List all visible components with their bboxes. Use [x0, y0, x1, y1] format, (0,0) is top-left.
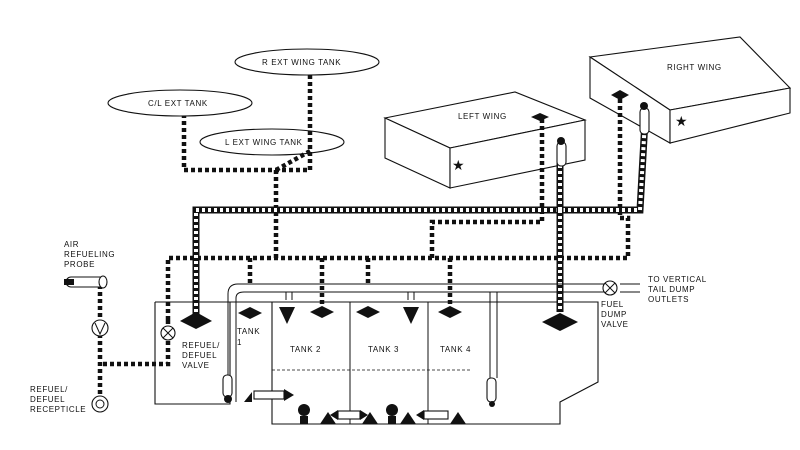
pump-icon — [486, 377, 497, 403]
dump-outlets-label-line2: TAIL DUMP — [648, 285, 695, 294]
fuel-outlets — [180, 90, 629, 331]
diamond-outlet-icon — [310, 306, 334, 318]
receptacle-label-line3: RECEPTICLE — [30, 405, 86, 414]
centerline-external-tank — [107, 89, 253, 117]
diamond-outlet-icon — [238, 307, 262, 319]
diamond-outlet-icon — [180, 312, 212, 329]
triangle-icon — [450, 412, 466, 424]
component-labels: AIR REFUELING PROBE REFUEL/ DEFUEL RECEP… — [30, 240, 707, 414]
receptacle-label-line1: REFUEL/ — [30, 385, 68, 394]
dump-valve-label-line2: DUMP — [601, 310, 627, 319]
receptacle-label-line2: DEFUEL — [30, 395, 65, 404]
pump-icon — [639, 107, 650, 135]
probe-label-line2: REFUELING — [64, 250, 115, 259]
arrow-right-icon — [284, 389, 294, 401]
refuel-manifold — [227, 283, 640, 402]
right-external-tank-label: R EXT WING TANK — [262, 58, 341, 67]
air-refueling-probe — [64, 275, 108, 289]
fuel-pumps — [222, 102, 650, 407]
diamond-outlet-icon — [531, 113, 549, 121]
tank-1-number: 1 — [237, 338, 242, 347]
valve-icon — [298, 404, 310, 416]
diamond-outlet-icon — [438, 306, 462, 318]
tank-2-label: TANK 2 — [290, 345, 321, 354]
triangle-icon — [400, 412, 416, 424]
transfer-arrows — [244, 389, 466, 424]
diamond-outlet-icon — [356, 306, 380, 318]
probe-label-line3: PROBE — [64, 260, 95, 269]
refuel-valve-label-line3: VALVE — [182, 361, 210, 370]
pump-icon — [556, 141, 567, 167]
pump-icon — [222, 374, 233, 398]
arrow-down-icon — [403, 307, 419, 324]
tank-4-label: TANK 4 — [440, 345, 471, 354]
external-tanks: R EXT WING TANK C/L EXT TANK L EXT WING … — [107, 48, 380, 156]
left-wing-label: LEFT WING — [458, 112, 507, 121]
triangle-icon — [362, 412, 378, 424]
centerline-external-tank-label: C/L EXT TANK — [148, 99, 208, 108]
arrow-left-icon — [416, 410, 424, 420]
right-wing-tank: RIGHT WING ★ — [588, 36, 792, 144]
triangle-icon — [320, 412, 336, 424]
fuselage-tanks: TANK 1 TANK 2 TANK 3 TANK 4 — [154, 301, 599, 425]
dump-outlets-label-line1: TO VERTICAL — [648, 275, 707, 284]
diamond-outlet-icon — [611, 90, 629, 100]
arrow-down-icon — [279, 307, 295, 324]
left-wing-tank: LEFT WING ★ — [383, 91, 587, 189]
receptacle-icon — [91, 395, 109, 413]
tank-3-label: TANK 3 — [368, 345, 399, 354]
dump-valve-label-line3: VALVE — [601, 320, 629, 329]
dump-valve-label-line1: FUEL — [601, 300, 624, 309]
tank-1-label: TANK — [237, 327, 260, 336]
refuel-valve-label-line1: REFUEL/ — [182, 341, 220, 350]
star-icon: ★ — [675, 113, 688, 129]
right-external-tank — [234, 48, 380, 76]
diamond-outlet-icon — [542, 313, 578, 331]
right-wing-label: RIGHT WING — [667, 63, 722, 72]
valve-icon — [386, 404, 398, 416]
refuel-valve-label-line2: DEFUEL — [182, 351, 217, 360]
triangle-icon — [244, 392, 252, 402]
probe-label-line1: AIR — [64, 240, 79, 249]
dump-outlets-label-line3: OUTLETS — [648, 295, 689, 304]
left-external-tank-label: L EXT WING TANK — [225, 138, 303, 147]
valves — [91, 280, 618, 413]
star-icon: ★ — [452, 157, 465, 173]
